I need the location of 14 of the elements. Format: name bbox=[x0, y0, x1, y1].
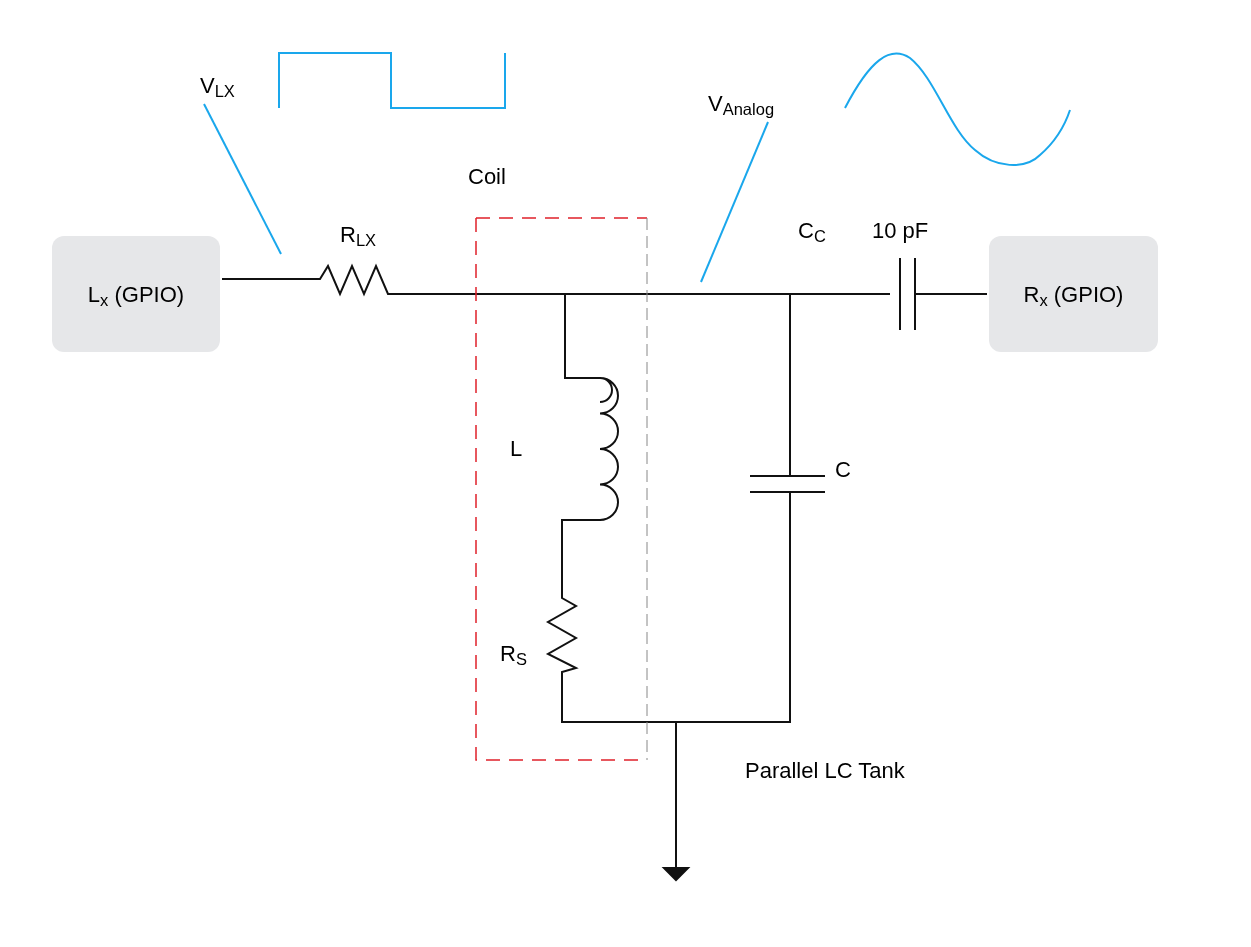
resistor-label: R$_{LX}$ bbox=[340, 221, 377, 251]
coil-heading: Coil bbox=[468, 163, 506, 191]
leader-line bbox=[700, 121, 769, 283]
leader-line bbox=[203, 103, 282, 255]
voltage-label: V$_{Analog}$ bbox=[708, 86, 788, 122]
gpio-box: L$_{x}$ (GPIO) bbox=[52, 236, 220, 352]
circuit-caption: Parallel LC Tank bbox=[745, 757, 905, 785]
inductor-label: L bbox=[510, 435, 523, 463]
capacitor-label: C bbox=[835, 456, 851, 484]
capacitor-label: C$_{C}$ bbox=[798, 217, 826, 247]
gpio-box: R$_{x}$ (GPIO) bbox=[989, 236, 1158, 352]
capacitance-value: 10 pF bbox=[872, 217, 929, 245]
voltage-label: V$_{LX}$ bbox=[200, 68, 246, 104]
resistor-label: R$_{S}$ bbox=[500, 640, 527, 670]
